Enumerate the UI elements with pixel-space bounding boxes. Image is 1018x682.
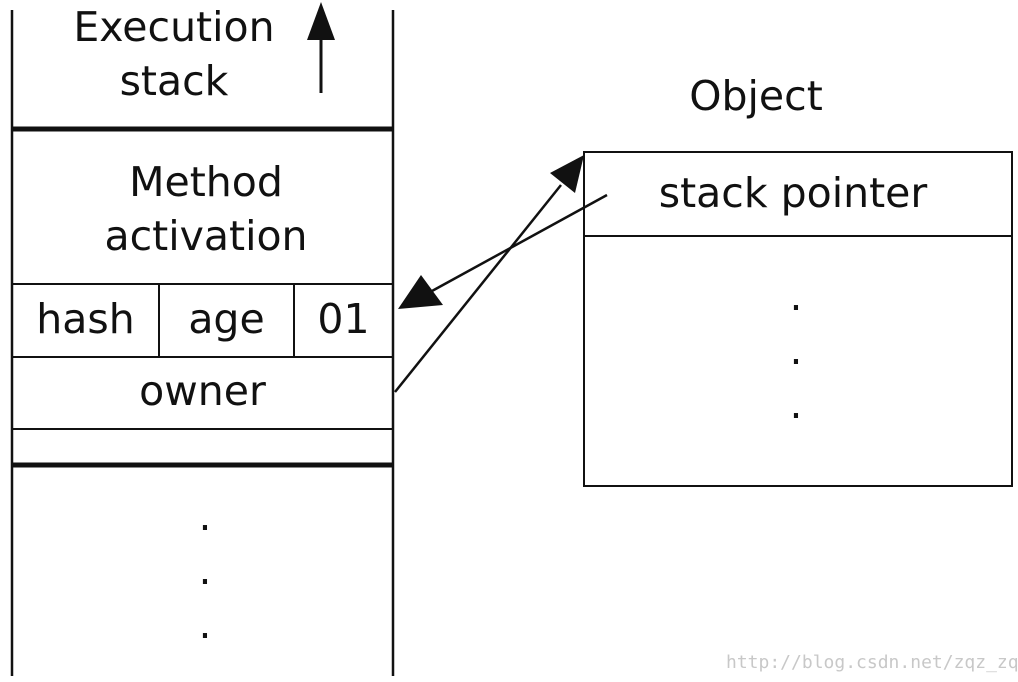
stack-pointer-arrow [398,193,608,309]
lock-bits-cell: 01 [317,295,370,343]
hash-cell: hash [36,295,135,343]
stack-pointer-field: stack pointer [658,169,928,217]
owner-arrow [394,155,584,393]
object-ellipsis: . . . [789,274,803,428]
stack-ellipsis: . . . [198,494,212,648]
object-title: Object [689,72,823,120]
owner-cell: owner [139,367,266,415]
execution-stack-label: Execution stack [73,3,275,106]
method-activation-label: Method activation [104,158,308,261]
object-box [583,151,1013,487]
stack-growth-arrow [307,2,335,93]
watermark-text: http://blog.csdn.net/zqz_zqz [726,652,1018,673]
age-cell: age [188,295,265,343]
